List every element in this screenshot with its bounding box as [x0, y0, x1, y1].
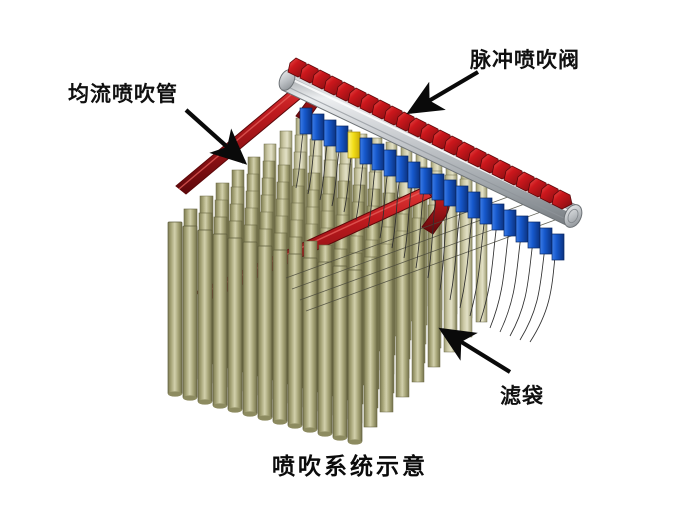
- arrow-blow-pipe: [184, 108, 248, 165]
- figure-caption: 喷吹系统示意: [272, 454, 428, 480]
- label-filter-bag: 滤袋: [500, 384, 544, 408]
- solenoid-valve-row: [299, 107, 565, 261]
- filter-bag-row: [167, 221, 363, 445]
- solenoid-highlight-yellow: [347, 131, 361, 159]
- arrow-pulse-jet-valve: [406, 70, 480, 115]
- arrow-filter-bag: [438, 327, 512, 374]
- pulse-jet-valve-row: [287, 57, 573, 210]
- label-pulse-jet-valve: 脉冲喷吹阀: [470, 48, 580, 72]
- label-uniform-flow-blow-pipe: 均流喷吹管: [68, 82, 178, 106]
